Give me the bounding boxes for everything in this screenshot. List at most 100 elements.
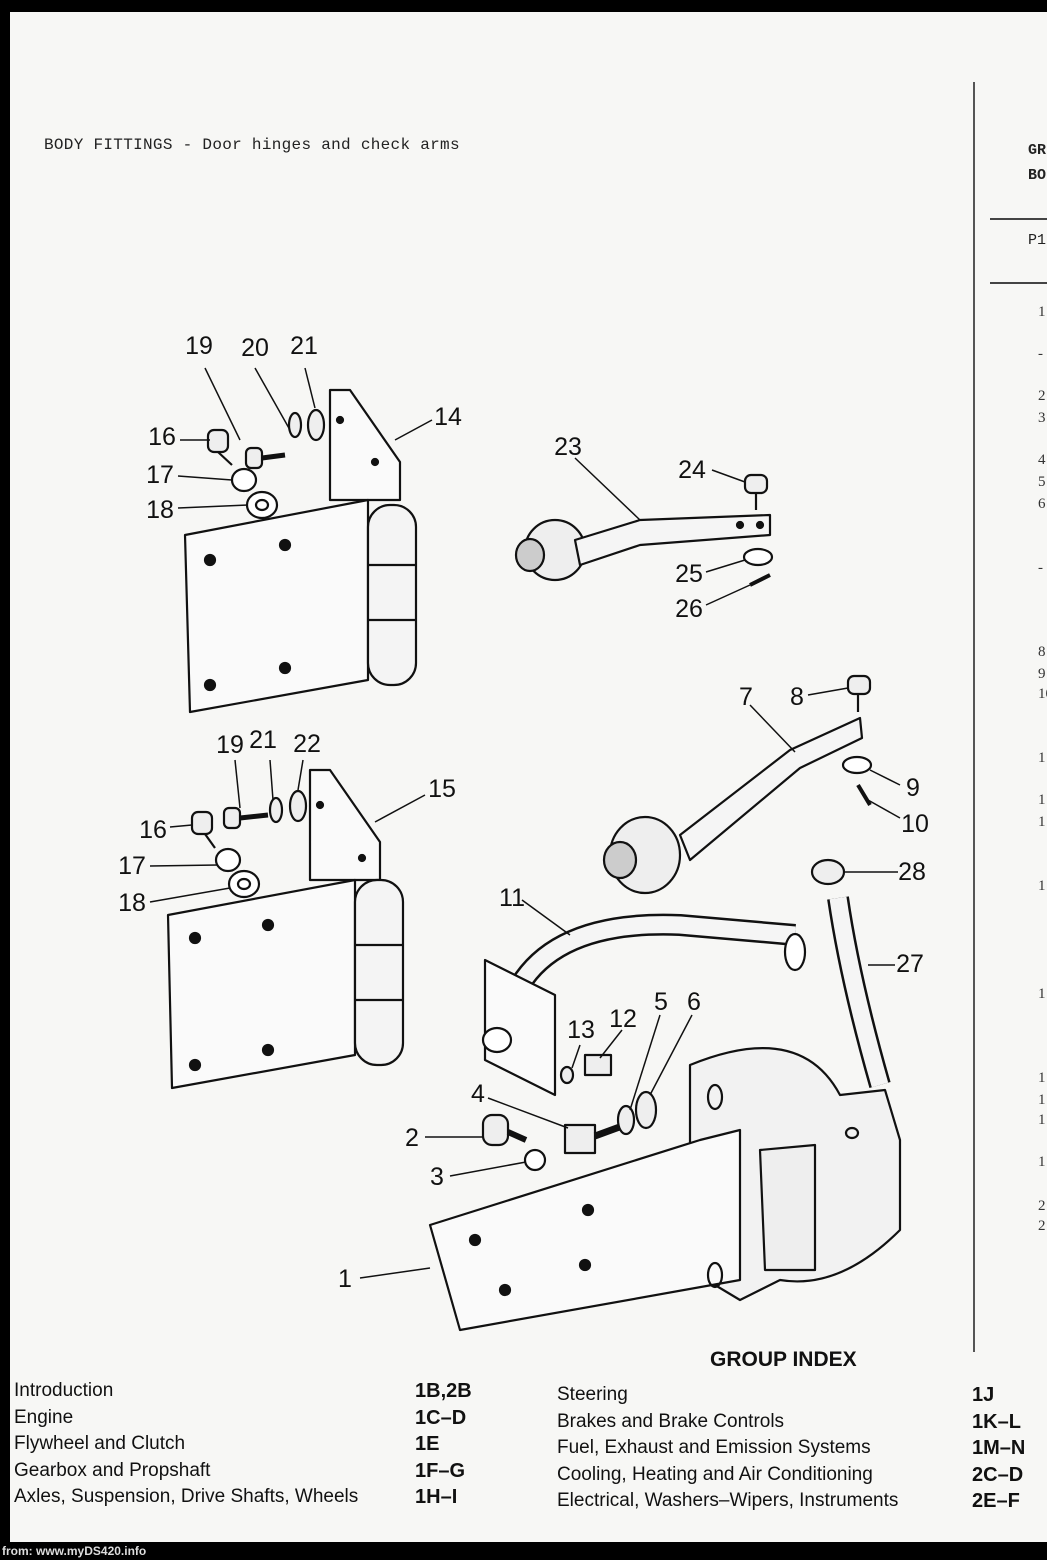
group-index-code: 1K–L: [972, 1410, 1021, 1433]
group-index-code: 1E: [415, 1433, 440, 1455]
callout-22: 22: [293, 730, 321, 758]
group-index-left-labels: Introduction Engine Flywheel and Clutch …: [14, 1378, 358, 1511]
group-index-code: 2C–D: [972, 1463, 1024, 1486]
callout-10: 10: [901, 810, 929, 838]
callout-5: 5: [654, 988, 668, 1016]
callout-6: 6: [687, 988, 701, 1016]
group-index-code: 1B,2B: [415, 1380, 472, 1402]
group-index-item: Gearbox and Propshaft: [14, 1459, 211, 1481]
group-index-code: 1M–N: [972, 1437, 1026, 1459]
right-fragment: 1: [1038, 1092, 1046, 1108]
right-fragment: 1: [1038, 878, 1046, 894]
catalogue-page: BODY FITTINGS - Door hinges and check ar…: [10, 12, 1047, 1542]
callout-16: 16: [139, 816, 167, 844]
drain-tubes-illustration: [510, 858, 891, 1089]
right-fragment: 5: [1038, 474, 1046, 490]
group-index-item: Steering: [557, 1384, 628, 1405]
group-index-code: 1C–D: [415, 1406, 467, 1429]
callout-24: 24: [678, 456, 706, 484]
right-fragment: 1: [1038, 1070, 1046, 1086]
callout-20: 20: [241, 334, 269, 362]
callout-18: 18: [146, 496, 174, 524]
group-index-item: Cooling, Heating and Air Conditioning: [557, 1463, 873, 1485]
right-fragment: 3: [1038, 410, 1046, 426]
right-fragment: 1: [1038, 792, 1046, 808]
callout-27: 27: [896, 950, 924, 978]
callout-2: 2: [405, 1124, 419, 1152]
right-heading-1: GR: [1028, 142, 1047, 159]
callout-18: 18: [118, 889, 146, 917]
callout-9: 9: [906, 774, 920, 802]
callout-7: 7: [739, 683, 753, 711]
callout-1: 1: [338, 1265, 352, 1293]
right-fragment: 2: [1038, 1218, 1046, 1234]
right-fragment: 1: [1038, 986, 1046, 1002]
exploded-parts-diagram: 19 20 21 16 17 18 14 23 24 25 26 7 8 9 1…: [118, 332, 929, 1332]
page-title: BODY FITTINGS - Door hinges and check ar…: [44, 136, 460, 154]
group-index-left-codes: 1B,2B 1C–D 1E 1F–G 1H–I: [415, 1378, 472, 1511]
group-index-right-labels: Steering Brakes and Brake Controls Fuel,…: [557, 1382, 898, 1515]
right-fragment: -: [1038, 346, 1043, 362]
right-column-label: P1: [1028, 232, 1047, 249]
right-fragment: 10: [1038, 686, 1047, 702]
callout-21: 21: [290, 332, 318, 360]
leader-lines: [149, 367, 901, 1279]
callout-25: 25: [675, 560, 703, 588]
group-index-title: GROUP INDEX: [710, 1348, 857, 1371]
callout-14: 14: [434, 403, 462, 431]
right-fragment: 6: [1038, 496, 1046, 512]
group-index-code: 1F–G: [415, 1459, 466, 1482]
right-fragment: -: [1038, 560, 1043, 576]
lower-hinge-illustration: [166, 768, 405, 1090]
right-heading-2: BO: [1028, 167, 1047, 184]
callout-17: 17: [146, 461, 174, 489]
group-index-code: 1J: [972, 1384, 995, 1406]
table-rule-bottom: [990, 282, 1047, 284]
callout-11: 11: [499, 884, 525, 912]
upper-fasteners-illustration: [206, 408, 326, 520]
upper-hinge-illustration: [183, 388, 418, 714]
lower-check-arm-illustration: [602, 674, 873, 895]
group-index-item: Introduction: [14, 1380, 114, 1401]
drain-plate-illustration: [481, 958, 557, 1097]
right-fragment: 1: [1038, 1112, 1046, 1128]
right-fragment: 9: [1038, 666, 1046, 682]
callout-23: 23: [554, 433, 582, 461]
callout-3: 3: [430, 1163, 444, 1191]
main-bracket-illustration: [428, 1047, 902, 1332]
group-index-item: Fuel, Exhaust and Emission Systems: [557, 1437, 871, 1458]
callout-17: 17: [118, 852, 146, 880]
callout-12: 12: [609, 1005, 637, 1033]
callout-15: 15: [428, 775, 456, 803]
table-rule-top: [990, 218, 1047, 220]
callout-16: 16: [148, 423, 176, 451]
callout-21: 21: [249, 726, 277, 754]
right-fragment: 1: [1038, 750, 1046, 766]
callout-8: 8: [790, 683, 804, 711]
group-index-item: Brakes and Brake Controls: [557, 1410, 785, 1432]
callout-28: 28: [898, 858, 926, 886]
right-fragment: 2: [1038, 1198, 1046, 1214]
group-index-item: Engine: [14, 1406, 74, 1428]
lower-fasteners-illustration: [190, 789, 308, 899]
source-footer: from: www.myDS420.info: [2, 1544, 147, 1558]
group-index-code: 2E–F: [972, 1490, 1020, 1512]
callout-26: 26: [675, 595, 703, 623]
callout-19: 19: [216, 731, 244, 759]
right-fragment: 4: [1038, 452, 1046, 468]
right-fragment: 8: [1038, 644, 1046, 660]
right-fragment: 2: [1038, 388, 1046, 404]
column-divider: [973, 82, 975, 1352]
callout-19: 19: [185, 332, 213, 360]
right-fragment: 1: [1038, 304, 1046, 320]
right-fragment: 1: [1038, 814, 1046, 830]
group-index-right-codes: 1J 1K–L 1M–N 2C–D 2E–F: [972, 1382, 1025, 1515]
right-fragment: 1: [1038, 1154, 1046, 1170]
group-index-item: Flywheel and Clutch: [14, 1433, 186, 1454]
lower-fasteners-group: [481, 1053, 658, 1172]
group-index-item: Electrical, Washers–Wipers, Instruments: [557, 1490, 899, 1511]
callout-13: 13: [567, 1016, 595, 1044]
callout-4: 4: [471, 1080, 485, 1108]
group-index-code: 1H–I: [415, 1486, 458, 1508]
group-index-item: Axles, Suspension, Drive Shafts, Wheels: [14, 1486, 359, 1507]
